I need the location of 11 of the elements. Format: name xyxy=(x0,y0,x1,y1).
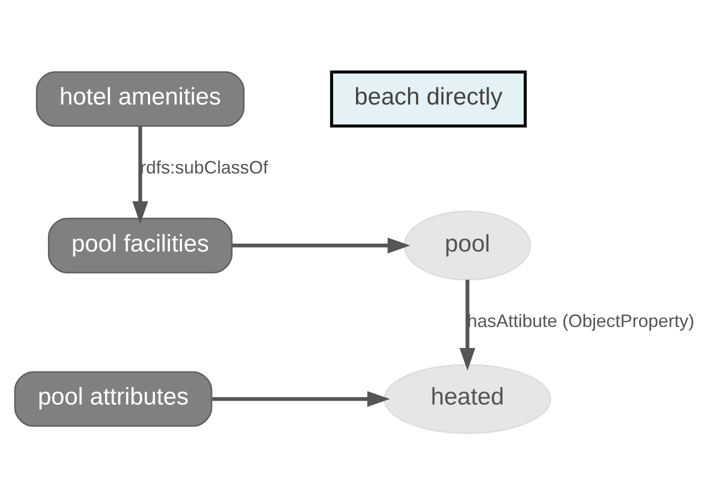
node-box: hotel amenities xyxy=(36,70,245,126)
node-box: beach directly xyxy=(330,70,527,128)
arrow xyxy=(132,126,148,224)
node-ellipse: pool xyxy=(404,210,532,280)
arrow xyxy=(232,237,410,253)
node-box: pool facilities xyxy=(48,217,233,273)
node-ellipse: heated xyxy=(384,364,552,434)
node-box: pool attributes xyxy=(14,370,212,426)
edge-label: rdfs:subClassOf xyxy=(140,156,268,177)
arrow xyxy=(212,390,390,406)
arrow xyxy=(460,279,476,370)
